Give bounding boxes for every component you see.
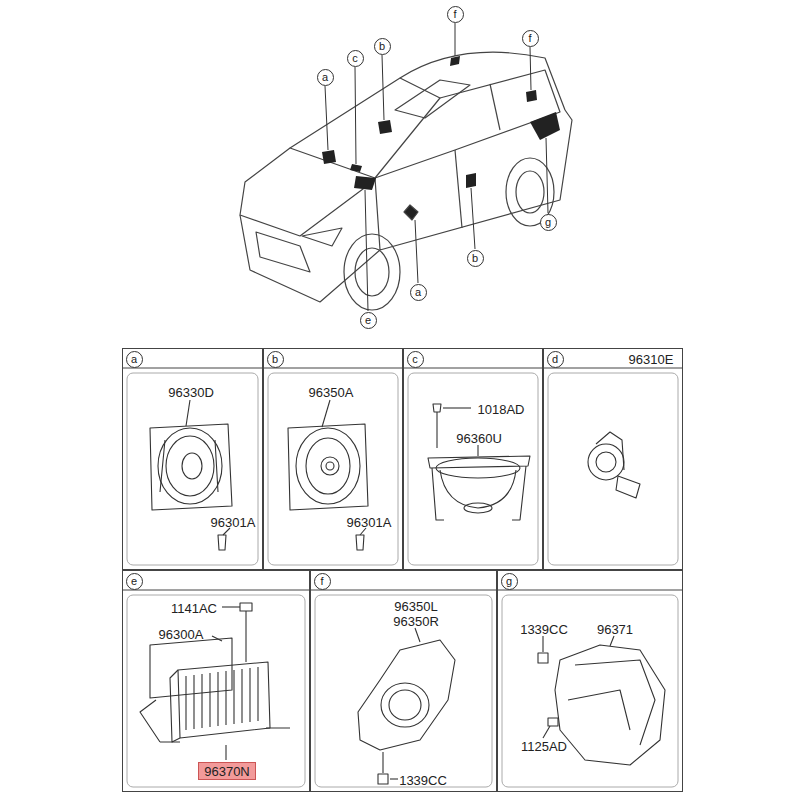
detail-panel: 96310E d (543, 348, 683, 570)
part-label: c (352, 52, 358, 64)
part-label: f (528, 32, 531, 44)
detail-panel: 96350A 96301A b (263, 348, 403, 570)
detail-panel: 1018AD 96360U c (403, 348, 543, 570)
part-label: a (415, 286, 421, 298)
panel-letter: f (314, 573, 331, 590)
panel-letter: e (126, 573, 143, 590)
panel-letter: c (407, 351, 424, 368)
part-label: a (131, 353, 137, 365)
callout-letter: a (317, 69, 334, 86)
part-label: 96370N (204, 764, 250, 779)
panel-letter: a (126, 351, 143, 368)
part-label: c (412, 353, 418, 365)
part-label: 96300A (159, 627, 204, 642)
part-label: 96301A (211, 515, 256, 530)
callout-letter: a (410, 284, 427, 301)
part-label: f (320, 575, 323, 587)
part-label: 1141AC (171, 601, 217, 616)
part-label: 96371 (597, 622, 633, 637)
part-label: g (506, 575, 512, 587)
part-label: b (272, 353, 278, 365)
detail-panel: 1339CC 96371 1125AD g (497, 570, 683, 792)
part-label: e (365, 314, 371, 326)
part-label: 96350L (394, 599, 437, 614)
part-label: 96350R (393, 614, 439, 629)
part-label: 96330D (168, 385, 214, 400)
callout-letter: f (447, 6, 464, 23)
part-label: a (322, 71, 328, 83)
part-label: g (545, 216, 551, 228)
callout-letter: b (467, 250, 484, 267)
part-label: e (131, 575, 137, 587)
part-label: 96310E (629, 352, 674, 367)
callout-letter: g (540, 214, 557, 231)
part-label: 1125AD (521, 739, 567, 754)
panel-letter: d (547, 351, 564, 368)
part-label: 96350A (309, 385, 354, 400)
callout-letter: f (522, 30, 539, 47)
detail-panel: 96330D 96301A a (122, 348, 263, 570)
part-label: 1339CC (520, 622, 568, 637)
part-label: 1339CC (399, 773, 447, 788)
callout-letter: b (374, 38, 391, 55)
part-label: b (379, 40, 385, 52)
callout-letter: e (360, 312, 377, 329)
part-label: f (453, 8, 456, 20)
highlighted-part-number: 96370N (198, 762, 256, 780)
detail-panel: 96350L96350R 1339CC f (310, 570, 497, 792)
detail-panel: 1141AC 96300A e 96370N (122, 570, 310, 792)
callout-letter: c (347, 50, 364, 67)
part-label: 96301A (347, 515, 392, 530)
panel-letter: g (501, 573, 518, 590)
part-label: b (472, 252, 478, 264)
panel-letter: b (267, 351, 284, 368)
part-label: 96360U (456, 431, 502, 446)
part-label: d (552, 353, 558, 365)
part-label: 1018AD (478, 402, 525, 417)
